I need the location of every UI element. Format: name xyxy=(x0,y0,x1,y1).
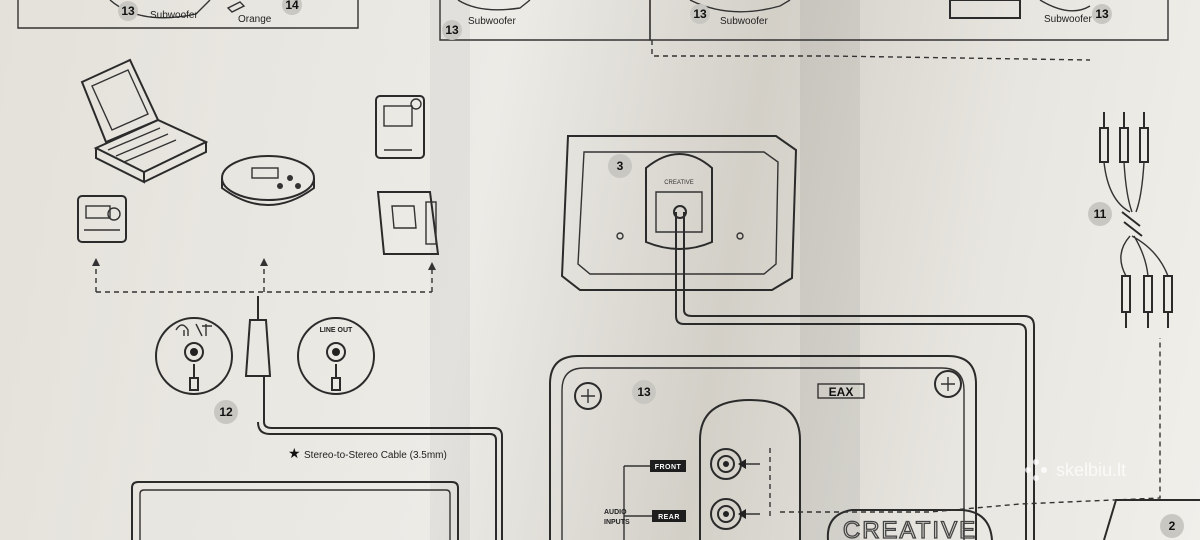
badge-13-top-right-text: 13 xyxy=(1095,7,1109,21)
bottom-right-device xyxy=(1103,499,1200,540)
badge-3 xyxy=(608,154,632,178)
top-frames xyxy=(17,0,1169,41)
dashed-link-top xyxy=(651,40,1091,61)
badge-2-text: 2 xyxy=(1169,519,1176,533)
headphone-icon xyxy=(175,324,189,336)
badge-11 xyxy=(1088,202,1112,226)
headphone-jack-diagram xyxy=(155,317,233,395)
label-subwoofer-1: Subwoofer xyxy=(150,10,198,21)
creative-brand-outline: CREATIVE xyxy=(843,517,977,540)
label-line-out: LINE OUT xyxy=(320,327,353,334)
badge-13-top-left xyxy=(118,1,138,21)
minidisc-player-illustration xyxy=(77,195,127,243)
badge-13-top-mid2 xyxy=(690,4,710,24)
label-orange: Orange xyxy=(238,14,272,25)
rear-tag xyxy=(652,510,686,522)
label-inputs: INPUTS xyxy=(604,519,630,526)
mp3-player-illustration xyxy=(375,95,425,159)
badge-13-top-left-text: 13 xyxy=(121,4,135,18)
card-device-illustration xyxy=(376,191,440,255)
speaker-cable-outer xyxy=(675,212,1027,540)
badge-3-text: 3 xyxy=(617,159,624,173)
badge-14-text: 14 xyxy=(285,0,299,12)
badge-2 xyxy=(1160,514,1184,538)
badge-12 xyxy=(214,400,238,424)
top-right-subwoofer-group: Subwoofer 13 xyxy=(949,0,1112,25)
subwoofer-rear-panel: 13 EAX xyxy=(549,355,977,540)
badge-13-top-mid xyxy=(442,20,462,40)
top-left-subwoofer-group: 13 Subwoofer Orange 14 xyxy=(109,0,302,25)
speaker-cable-inner xyxy=(683,212,1035,540)
speaker-out-icon xyxy=(195,323,212,337)
stereo-plug-and-cable xyxy=(244,296,503,540)
eax-logo-text: EAX xyxy=(829,385,854,399)
badge-12-text: 12 xyxy=(219,405,233,419)
top-mid-subwoofer-group: 13 Subwoofer xyxy=(442,0,531,40)
speaker-brand-small: CREATIVE xyxy=(664,180,694,186)
label-subwoofer-2: Subwoofer xyxy=(468,16,516,27)
label-subwoofer-4: Subwoofer xyxy=(1044,14,1092,25)
laptop-illustration xyxy=(80,58,209,184)
dashed-link-bottom xyxy=(780,338,1161,513)
creative-plate xyxy=(826,509,993,540)
rear-tag-text: REAR xyxy=(658,514,680,521)
cd-player-illustration xyxy=(221,155,315,206)
cable-bundle-11: 11 xyxy=(1088,112,1173,328)
top-mid2-subwoofer-group: 13 Subwoofer xyxy=(689,0,791,27)
label-audio: AUDIO xyxy=(604,509,627,516)
label-subwoofer-3: Subwoofer xyxy=(720,16,768,27)
cable-caption: Stereo-to-Stereo Cable (3.5mm) xyxy=(304,450,447,461)
badge-13-top-mid-text: 13 xyxy=(445,23,459,37)
speaker-back-diagram: CREATIVE 3 xyxy=(560,135,798,291)
eax-logo xyxy=(817,383,865,399)
badge-11-text: 11 xyxy=(1094,207,1107,221)
cable-star-mark: ★ xyxy=(288,446,301,462)
badge-13-panel-text: 13 xyxy=(637,385,651,399)
page-fold-shadow-right xyxy=(800,0,860,540)
badge-14 xyxy=(282,0,302,15)
watermark-text: skelbiu.lt xyxy=(1056,460,1126,480)
audio-inputs-labels: FRONT REAR AUDIO INPUTS xyxy=(604,460,686,540)
front-tag xyxy=(650,460,686,472)
watermark: skelbiu.lt xyxy=(1025,459,1126,481)
line-out-jack-diagram: LINE OUT xyxy=(297,317,375,395)
badge-13-top-mid2-text: 13 xyxy=(693,7,707,21)
front-tag-text: FRONT xyxy=(655,464,682,471)
badge-13-panel xyxy=(632,380,656,404)
page-fold-shadow xyxy=(430,0,470,540)
badge-13-top-right xyxy=(1092,4,1112,24)
lower-left-speaker-outline xyxy=(131,481,459,540)
